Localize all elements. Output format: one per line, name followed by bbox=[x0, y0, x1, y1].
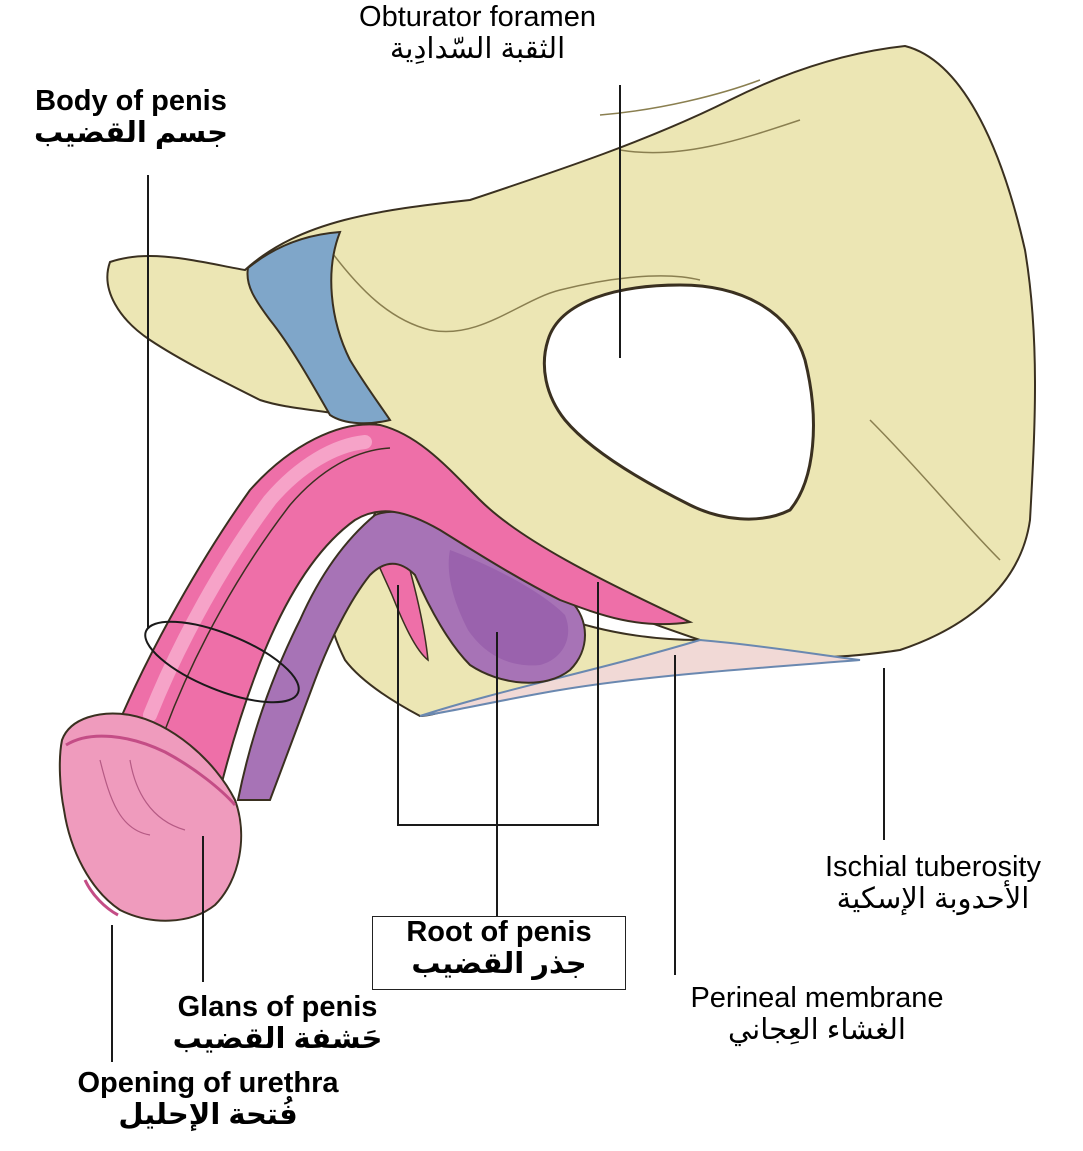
label-ischial-tuberosity: Ischial tuberosity الأحدوبة الإسكية bbox=[793, 852, 1073, 916]
label-perineal-membrane-en: Perineal membrane bbox=[652, 983, 982, 1015]
label-body-of-penis-ar: جسم القضيب bbox=[10, 118, 252, 150]
label-obturator-foramen-en: Obturator foramen bbox=[325, 2, 630, 34]
label-body-of-penis-en: Body of penis bbox=[10, 86, 252, 118]
label-perineal-membrane: Perineal membrane الغشاء العِجاني bbox=[652, 983, 982, 1047]
label-glans-of-penis-en: Glans of penis bbox=[150, 992, 405, 1024]
label-opening-of-urethra-ar: فُتحة الإحليل bbox=[40, 1100, 376, 1132]
label-opening-of-urethra-en: Opening of urethra bbox=[40, 1068, 376, 1100]
label-root-of-penis-en: Root of penis bbox=[373, 917, 625, 949]
label-opening-of-urethra: Opening of urethra فُتحة الإحليل bbox=[40, 1068, 376, 1132]
label-perineal-membrane-ar: الغشاء العِجاني bbox=[652, 1015, 982, 1047]
label-ischial-tuberosity-en: Ischial tuberosity bbox=[793, 852, 1073, 884]
label-body-of-penis: Body of penis جسم القضيب bbox=[10, 86, 252, 150]
label-ischial-tuberosity-ar: الأحدوبة الإسكية bbox=[793, 884, 1073, 916]
label-glans-of-penis: Glans of penis حَشفة القضيب bbox=[150, 992, 405, 1056]
label-glans-of-penis-ar: حَشفة القضيب bbox=[150, 1024, 405, 1056]
label-root-of-penis-ar: جذر القضيب bbox=[373, 949, 625, 981]
label-root-of-penis: Root of penis جذر القضيب bbox=[372, 916, 626, 990]
label-obturator-foramen: Obturator foramen الثقبة السّدادِية bbox=[325, 2, 630, 66]
label-obturator-foramen-ar: الثقبة السّدادِية bbox=[325, 34, 630, 66]
